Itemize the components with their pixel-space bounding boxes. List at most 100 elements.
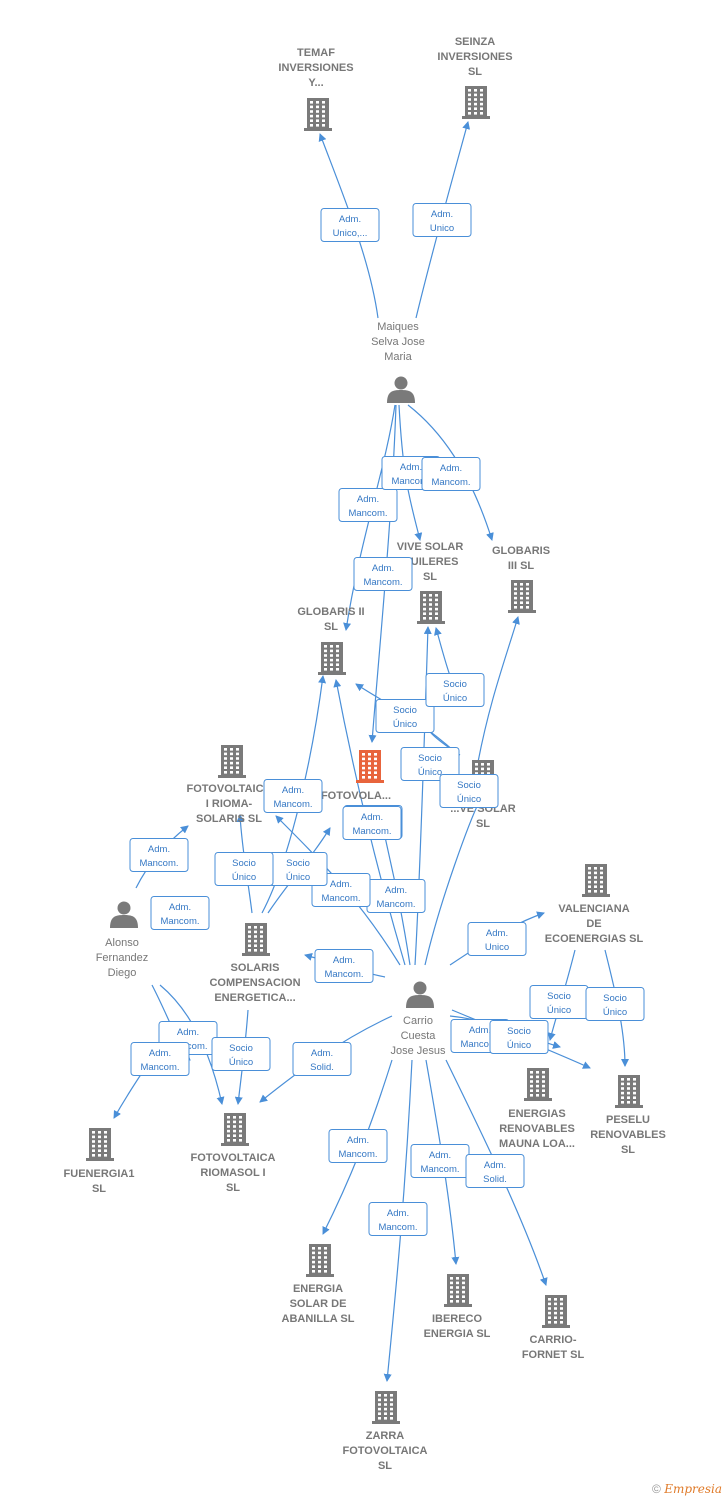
node-fuenergia[interactable] bbox=[86, 1128, 114, 1161]
node-label: CARRIO- bbox=[529, 1334, 576, 1346]
relation-label-text: Único bbox=[229, 1057, 253, 1068]
relation-label[interactable]: Adm.Mancom. bbox=[410, 1144, 470, 1178]
relation-label-text: Socio bbox=[229, 1043, 253, 1054]
node-mauna[interactable] bbox=[524, 1068, 552, 1101]
building-icon bbox=[417, 591, 445, 624]
building-icon bbox=[356, 750, 384, 783]
person-icon bbox=[406, 981, 434, 1008]
node-ibereco[interactable] bbox=[444, 1274, 472, 1307]
node-abanilla[interactable] bbox=[306, 1244, 334, 1277]
relation-label[interactable]: Adm.Mancom. bbox=[368, 1202, 428, 1236]
node-label: SEINZA bbox=[455, 36, 495, 48]
relation-label-text: Adm. bbox=[486, 928, 508, 939]
relation-label[interactable]: Adm.Mancom. bbox=[150, 896, 210, 930]
building-icon bbox=[86, 1128, 114, 1161]
building-icon bbox=[524, 1068, 552, 1101]
node-label: SL bbox=[378, 1460, 392, 1472]
node-label: FOTOVOLTAICA bbox=[343, 1445, 428, 1457]
relation-label[interactable]: Adm.Mancom. bbox=[421, 457, 481, 491]
relation-label[interactable]: Adm.Mancom. bbox=[353, 557, 413, 591]
relation-label[interactable]: Adm.Mancom. bbox=[342, 806, 402, 840]
building-icon bbox=[582, 864, 610, 897]
node-label: ZARRA bbox=[366, 1430, 405, 1442]
node-globaris2[interactable] bbox=[318, 642, 346, 675]
node-fotovola[interactable] bbox=[356, 750, 384, 783]
relation-label[interactable]: Adm.Solid. bbox=[292, 1042, 352, 1076]
relation-label[interactable]: Adm.Mancom. bbox=[314, 949, 374, 983]
relation-label-text: Adm. bbox=[372, 563, 394, 574]
relation-label[interactable]: Adm.Mancom. bbox=[129, 838, 189, 872]
relation-label-text: Adm. bbox=[149, 1048, 171, 1059]
relation-label[interactable]: Adm.Unico,... bbox=[320, 208, 380, 242]
building-icon bbox=[444, 1274, 472, 1307]
relation-label-text: Socio bbox=[286, 858, 310, 869]
relation-label-box bbox=[263, 779, 323, 813]
node-label: COMPENSACION bbox=[209, 977, 300, 989]
relation-label-text: Socio bbox=[603, 993, 627, 1004]
node-peselu[interactable] bbox=[615, 1075, 643, 1108]
node-temaf[interactable] bbox=[304, 98, 332, 131]
node-valenciana[interactable] bbox=[582, 864, 610, 897]
building-icon bbox=[218, 745, 246, 778]
node-alonso[interactable] bbox=[110, 901, 138, 929]
node-globaris3[interactable] bbox=[508, 580, 536, 613]
relation-label-text: Mancom. bbox=[348, 508, 387, 519]
node-label: INVERSIONES bbox=[278, 62, 353, 74]
relation-label[interactable]: Adm.Mancom. bbox=[338, 488, 398, 522]
relation-label[interactable]: Adm.Unico bbox=[412, 203, 472, 237]
node-label: Cuesta bbox=[401, 1030, 437, 1042]
node-carriofornet[interactable] bbox=[542, 1295, 570, 1328]
edge-line bbox=[414, 626, 432, 966]
relation-label-text: Único bbox=[603, 1007, 627, 1018]
building-icon bbox=[306, 1244, 334, 1277]
relation-label-box bbox=[467, 922, 527, 956]
node-fotorioma[interactable] bbox=[218, 745, 246, 778]
relation-label-box bbox=[150, 896, 210, 930]
node-solaris_comp[interactable] bbox=[242, 923, 270, 956]
relation-label-text: Adm. bbox=[440, 463, 462, 474]
relation-label-text: Solid. bbox=[483, 1174, 507, 1185]
relation-label-text: Adm. bbox=[311, 1048, 333, 1059]
relation-label[interactable]: Adm.Mancom. bbox=[366, 879, 426, 913]
relation-label[interactable]: Adm.Mancom. bbox=[328, 1129, 388, 1163]
node-label: VALENCIANA bbox=[558, 903, 629, 915]
relation-label[interactable]: Adm.Mancom. bbox=[263, 779, 323, 813]
node-seinza[interactable] bbox=[462, 86, 490, 119]
building-icon bbox=[462, 86, 490, 119]
relation-label[interactable]: Adm.Unico bbox=[467, 922, 527, 956]
node-label: SL bbox=[324, 621, 338, 633]
node-carrio[interactable] bbox=[406, 981, 434, 1009]
relation-label-text: Adm. bbox=[469, 1025, 491, 1036]
node-vive_alq[interactable] bbox=[417, 591, 445, 624]
node-zarra[interactable] bbox=[372, 1391, 400, 1424]
node-label: FOTOVOLA... bbox=[321, 790, 391, 802]
relation-label-text: Único bbox=[457, 794, 481, 805]
relation-label-box bbox=[328, 1129, 388, 1163]
footer-brand[interactable]: © Empresia bbox=[652, 1482, 722, 1496]
node-label: SOLARIS bbox=[231, 962, 280, 974]
relation-label[interactable]: Adm.Mancom. bbox=[130, 1042, 190, 1076]
node-label: Maria bbox=[384, 351, 412, 363]
node-label: SL bbox=[92, 1183, 106, 1195]
building-icon bbox=[221, 1113, 249, 1146]
building-icon bbox=[542, 1295, 570, 1328]
building-icon bbox=[242, 923, 270, 956]
node-riomasol[interactable] bbox=[221, 1113, 249, 1146]
node-label: RENOVABLES bbox=[499, 1123, 575, 1135]
node-maiques[interactable] bbox=[387, 376, 415, 404]
person-icon bbox=[387, 376, 415, 403]
relation-label[interactable]: Adm.Solid. bbox=[465, 1154, 525, 1188]
node-label: III SL bbox=[508, 560, 535, 572]
building-icon bbox=[615, 1075, 643, 1108]
